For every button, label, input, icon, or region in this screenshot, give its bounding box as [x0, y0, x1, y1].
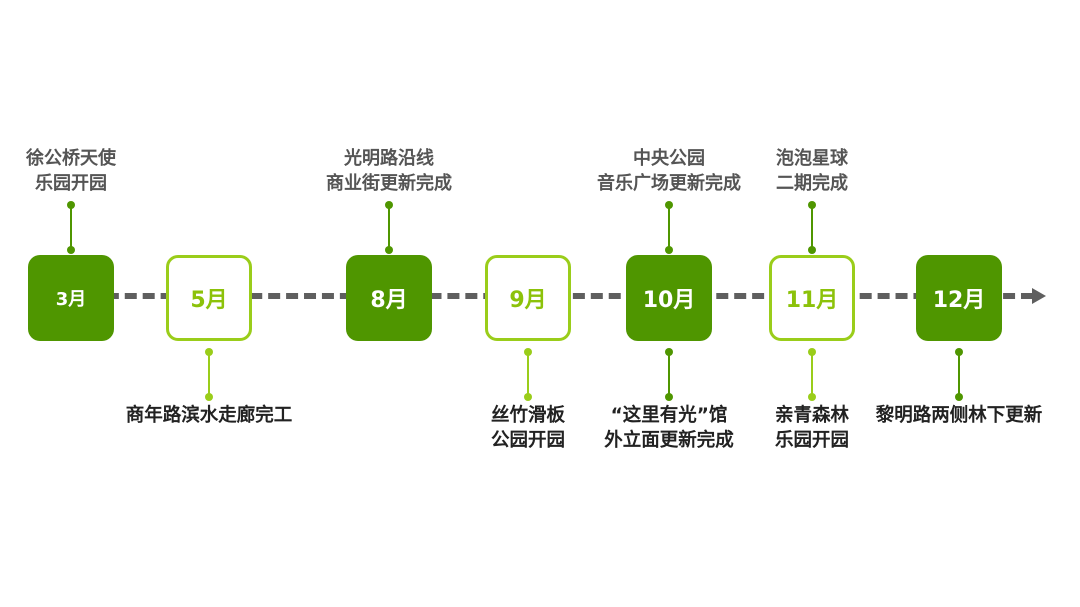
connector-top — [67, 201, 75, 254]
label-line: 徐公桥天使 — [26, 148, 116, 169]
connector-top — [808, 201, 816, 254]
label-line: 公园开园 — [490, 430, 565, 451]
milestone-5: 10月 — [626, 255, 712, 341]
milestone-1: 3月 — [28, 255, 114, 341]
milestone-label-bottom: 商年路滨水走廊完工 — [79, 403, 339, 428]
milestone-6: 11月 — [769, 255, 855, 341]
milestone-month: 3月 — [55, 289, 87, 310]
milestone-3: 8月 — [346, 255, 432, 341]
milestone-month: 11月 — [785, 288, 839, 313]
milestone-month: 9月 — [509, 288, 547, 313]
label-line: 二期完成 — [776, 173, 848, 194]
milestone-label-bottom: 亲青森林乐园开园 — [682, 403, 942, 453]
label-line: 乐园开园 — [35, 173, 107, 194]
milestone-month: 10月 — [642, 288, 696, 313]
label-line: “这里有光”馆 — [610, 405, 728, 426]
label-line: 黎明路两侧林下更新 — [875, 405, 1043, 426]
connector-bottom — [524, 348, 532, 401]
timeline-arrow-icon — [1032, 288, 1046, 304]
milestone-label-top: 中央公园音乐广场更新完成 — [539, 146, 799, 196]
milestone-2: 5月 — [166, 255, 252, 341]
connector-bottom — [665, 348, 673, 401]
connector-top — [385, 201, 393, 254]
milestone-month: 8月 — [370, 288, 408, 313]
connector-bottom — [808, 348, 816, 401]
milestone-label-top: 泡泡星球二期完成 — [682, 146, 942, 196]
connector-top — [665, 201, 673, 254]
milestone-month: 5月 — [190, 288, 228, 313]
label-line: 外立面更新完成 — [604, 430, 734, 451]
connector-bottom — [955, 348, 963, 401]
milestone-label-bottom: “这里有光”馆外立面更新完成 — [539, 403, 799, 453]
label-line: 中央公园 — [633, 148, 705, 169]
milestone-4: 9月 — [485, 255, 571, 341]
milestone-7: 12月 — [916, 255, 1002, 341]
label-line: 商业街更新完成 — [326, 173, 452, 194]
label-line: 商年路滨水走廊完工 — [125, 405, 293, 426]
milestone-label-top: 光明路沿线商业街更新完成 — [259, 146, 519, 196]
connector-bottom — [205, 348, 213, 401]
milestone-label-top: 徐公桥天使乐园开园 — [0, 146, 201, 196]
label-line: 光明路沿线 — [344, 148, 434, 169]
milestone-month: 12月 — [932, 288, 986, 313]
label-line: 丝竹滑板 — [490, 405, 565, 426]
label-line: 亲青森林 — [774, 405, 849, 426]
milestone-label-bottom: 丝竹滑板公园开园 — [398, 403, 658, 453]
label-line: 乐园开园 — [774, 430, 849, 451]
label-line: 音乐广场更新完成 — [597, 173, 741, 194]
milestone-label-bottom: 黎明路两侧林下更新 — [829, 403, 1080, 428]
label-line: 泡泡星球 — [776, 148, 848, 169]
